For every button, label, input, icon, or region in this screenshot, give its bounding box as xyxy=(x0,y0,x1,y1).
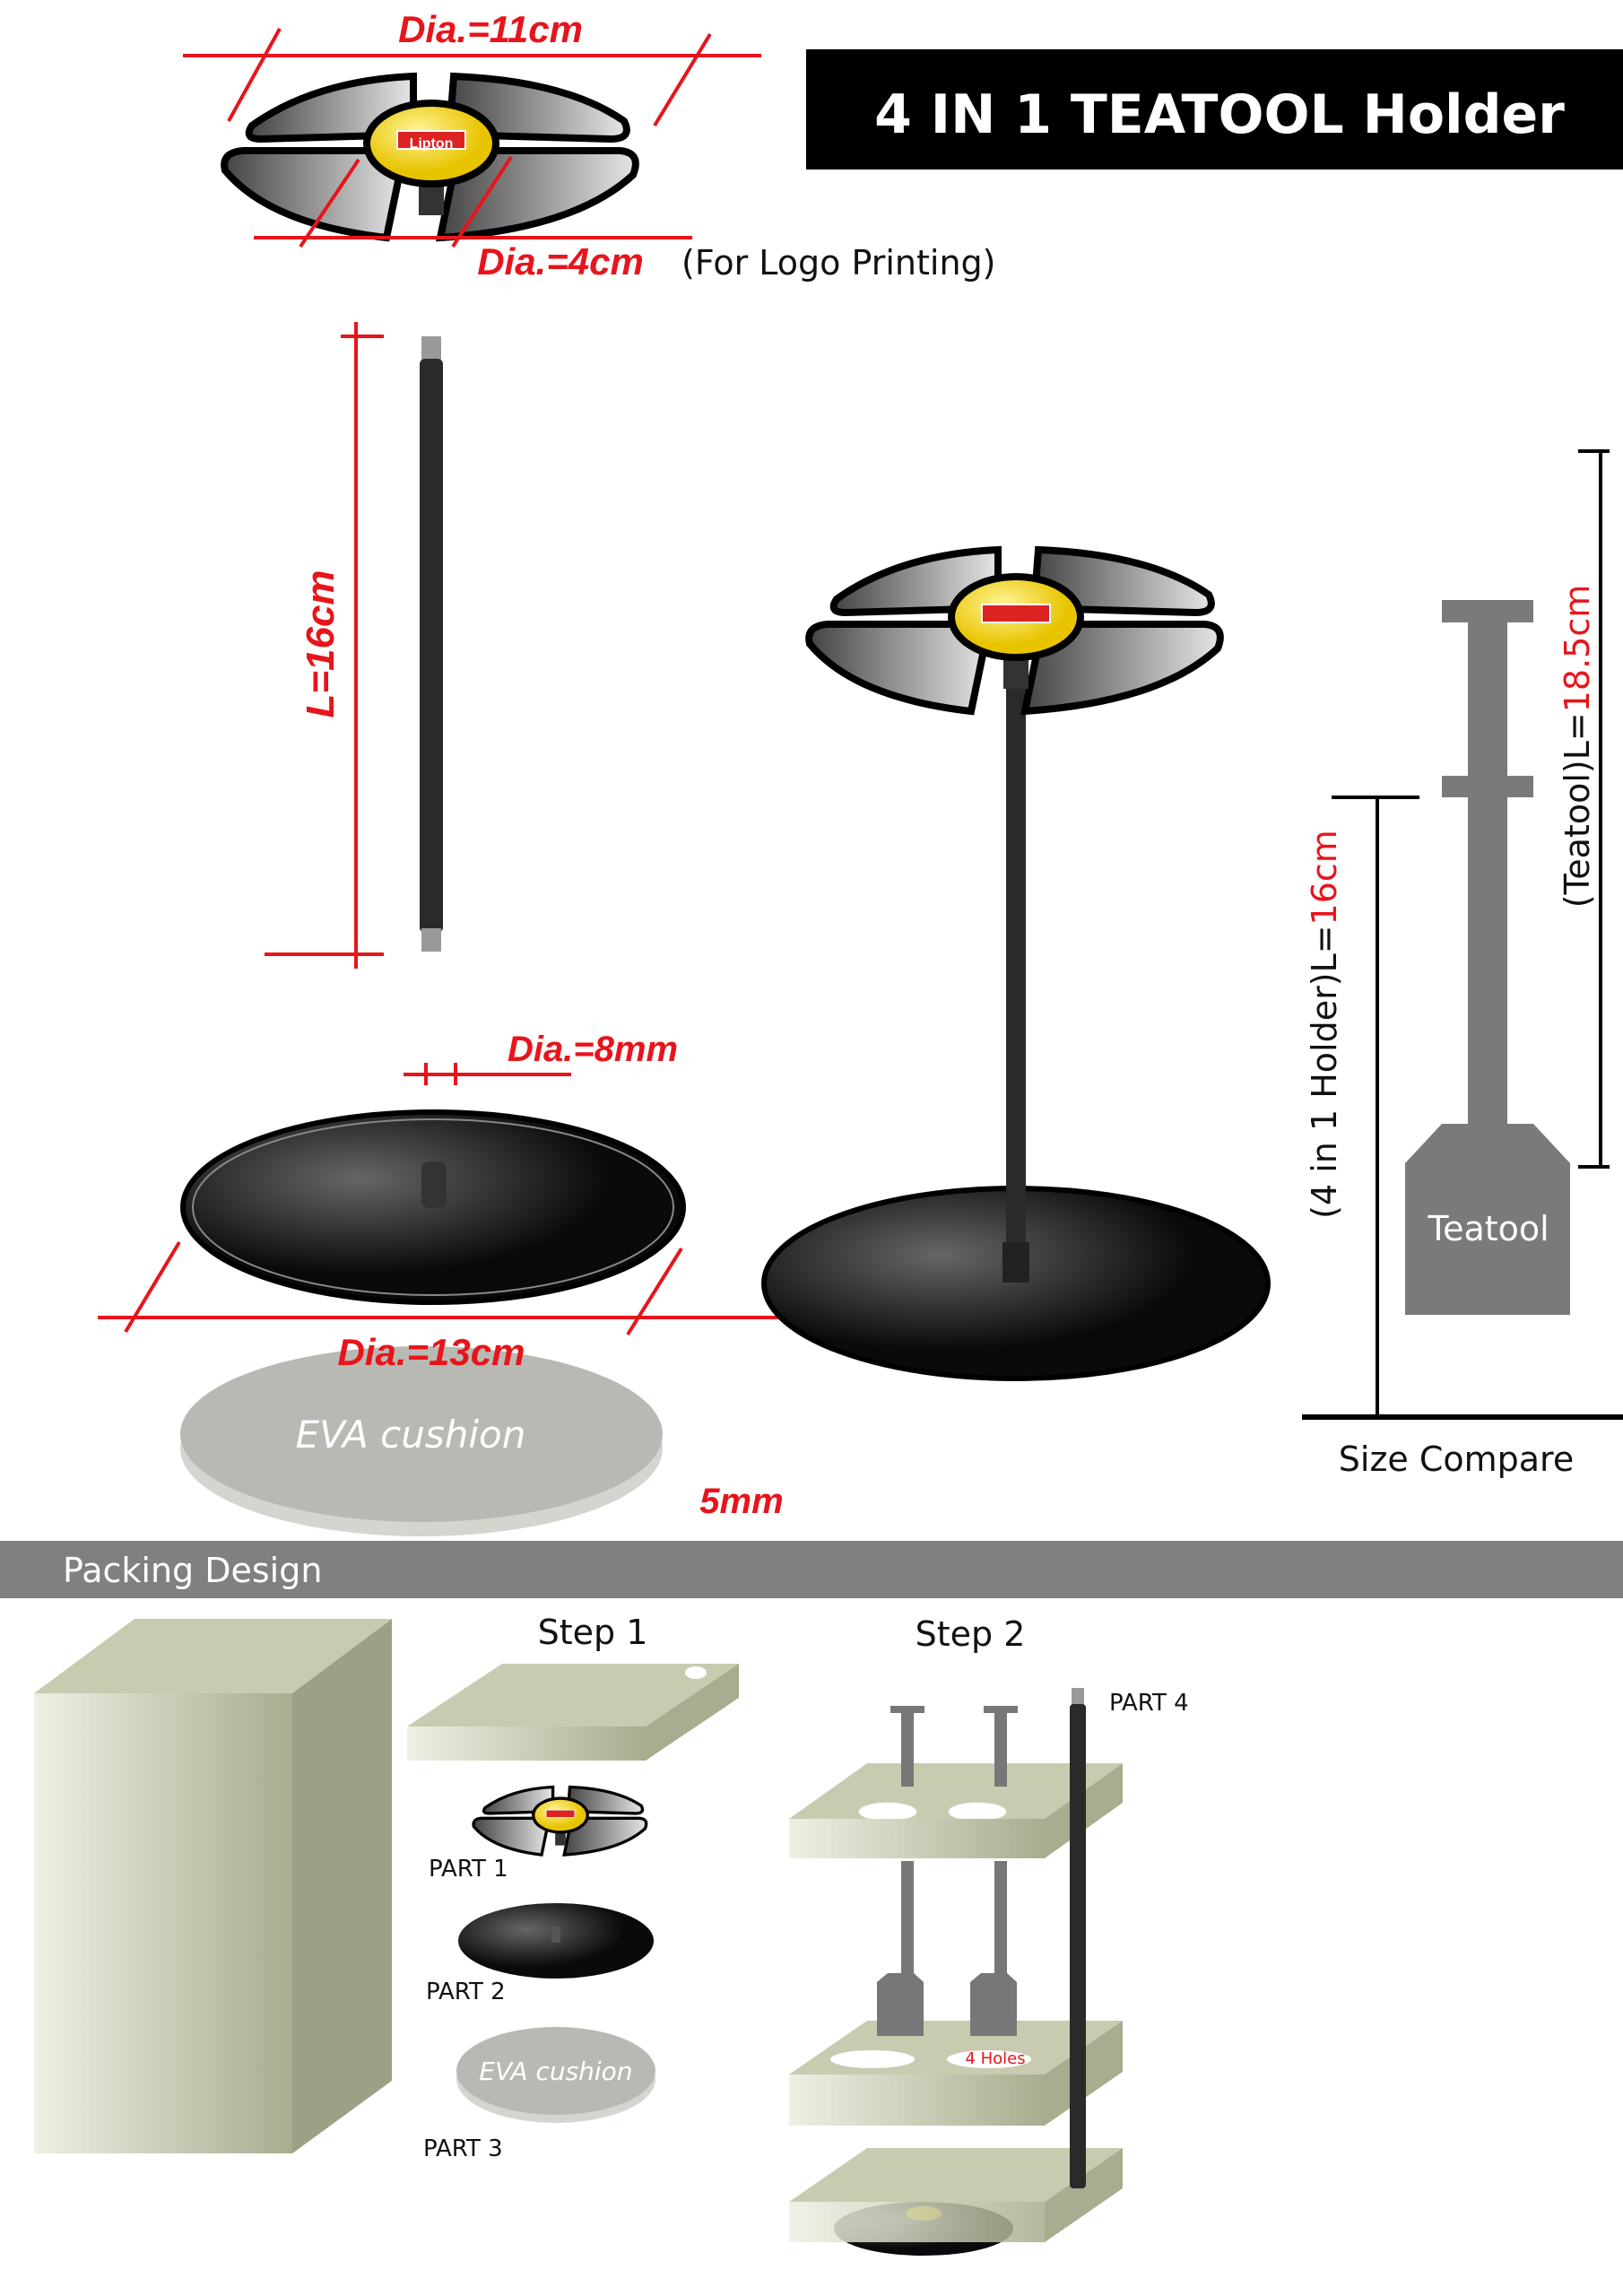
title-banner xyxy=(806,49,1623,170)
base-diameter-label: Dia.=13cm xyxy=(338,1331,525,1373)
eva-cushion xyxy=(180,1346,663,1536)
part2-label: PART 2 xyxy=(426,1979,506,2005)
cushion-thickness-label: 5mm xyxy=(699,1482,783,1521)
rod-length-label: L=16cm xyxy=(299,570,343,718)
packing-band xyxy=(0,1541,1623,1598)
part1-label: PART 1 xyxy=(429,1856,508,1883)
logo-diameter-label: Dia.=4cm xyxy=(477,240,644,283)
teatool-name: Teatool xyxy=(1427,1209,1549,1248)
base-part xyxy=(180,1109,686,1305)
step1-label: Step 1 xyxy=(538,1613,648,1652)
holder-length-label: (4 in 1 Holder)L=16cm xyxy=(1305,830,1344,1219)
logo-text: Lipton xyxy=(410,136,454,152)
hole-diameter-label: Dia.=8mm xyxy=(508,1030,678,1069)
part3-cushion xyxy=(456,2027,655,2115)
page-title: 4 IN 1 TEATOOL Holder xyxy=(874,83,1565,146)
top-flower-part: Lipton xyxy=(224,76,636,238)
assembled-holder xyxy=(761,550,1271,1381)
step2-label: Step 2 xyxy=(916,1614,1026,1654)
top-diameter-label: Dia.=11cm xyxy=(398,8,583,50)
holes-label: 4 Holes xyxy=(965,2049,1025,2068)
teatool-silhouette xyxy=(1405,600,1570,1315)
part3-label: PART 3 xyxy=(423,2135,503,2162)
packing-title: Packing Design xyxy=(63,1551,322,1590)
eva-label: EVA cushion xyxy=(296,1413,526,1457)
step1-lid xyxy=(407,1664,739,1761)
part3-eva-label: EVA cushion xyxy=(479,2057,632,2086)
teatool-length-label: (Teatool)L=18.5cm xyxy=(1558,585,1597,909)
part1-flower xyxy=(472,1785,648,1857)
rod-part xyxy=(420,336,443,952)
step2-assembly xyxy=(789,1688,1123,2256)
part4-label: PART 4 xyxy=(1109,1690,1189,1717)
packing-box xyxy=(34,1619,392,2153)
size-compare-caption: Size Compare xyxy=(1339,1439,1574,1479)
logo-note: (For Logo Printing) xyxy=(681,243,995,283)
